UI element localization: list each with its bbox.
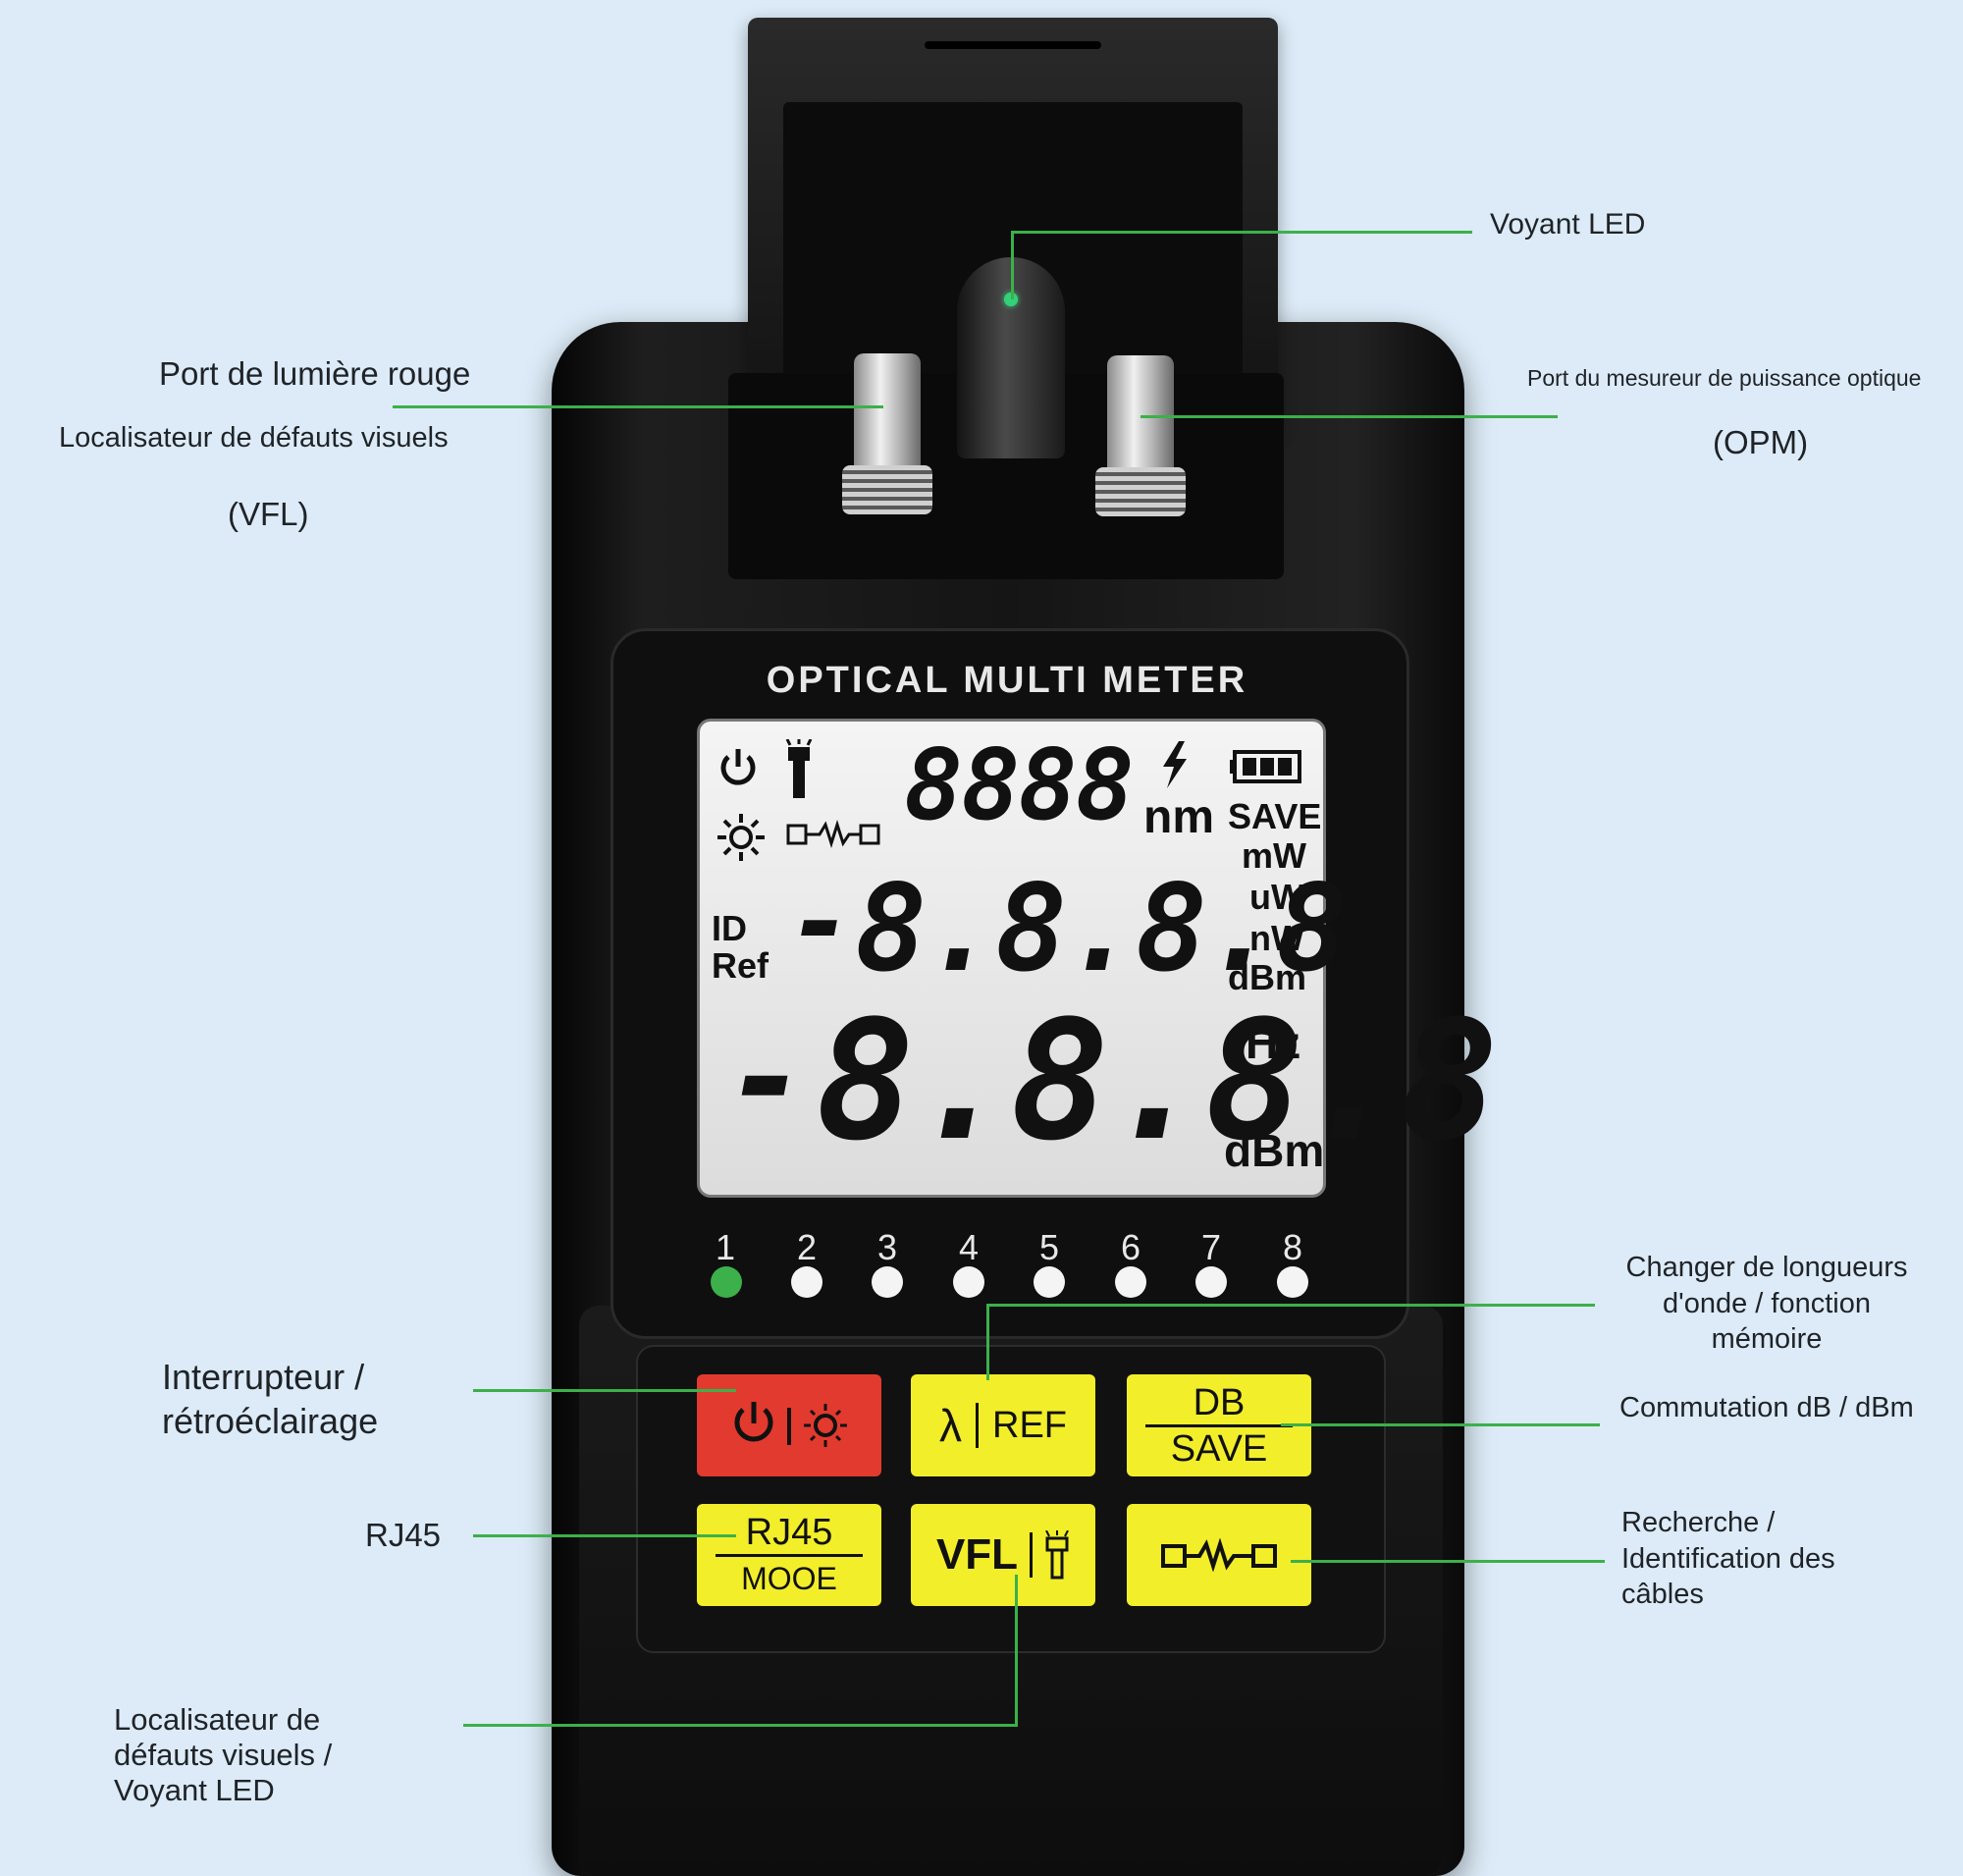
callout-interrupteur-2: rétroéclairage: [162, 1401, 379, 1441]
battery-icon: [1230, 750, 1301, 783]
callout-interrupteur-1: Interrupteur /: [162, 1357, 365, 1397]
led-indicator-icon: [1004, 293, 1018, 306]
cable-icon: [786, 820, 880, 848]
rj45-key-label: RJ45: [745, 1511, 833, 1553]
leader-line: [1141, 415, 1558, 418]
callout-changer-3: mémoire: [1711, 1323, 1823, 1355]
save-indicator: SAVE: [1228, 796, 1322, 836]
port-status-dot: [1277, 1266, 1308, 1298]
leader-line: [393, 405, 883, 408]
leader-line: [986, 1304, 989, 1380]
callout-changer-1: Changer de longueurs: [1625, 1252, 1908, 1283]
unit-dbm-stack: dBm: [1228, 957, 1306, 997]
port-status-dot: [1034, 1266, 1065, 1298]
port-status-dot-active: [711, 1266, 742, 1298]
port-status-dot: [872, 1266, 903, 1298]
db-save-button[interactable]: DB SAVE: [1127, 1374, 1311, 1476]
vfl-port-connector[interactable]: [842, 353, 932, 514]
leader-line: [473, 1534, 736, 1537]
port-status-dot: [791, 1266, 822, 1298]
ref-key-label: REF: [992, 1405, 1067, 1446]
port-status-dot: [1195, 1266, 1227, 1298]
lambda-ref-button[interactable]: λ REF: [911, 1374, 1095, 1476]
mode-key-label: MOOE: [741, 1560, 837, 1596]
id-label: ID: [712, 908, 747, 948]
rj45-mode-button[interactable]: RJ45 MOOE: [697, 1504, 881, 1606]
mid-sign: -: [788, 859, 853, 985]
flashlight-icon: [785, 739, 813, 798]
callout-port-opm: Port du mesureur de puissance optique: [1527, 365, 1922, 391]
port-number: 5: [1038, 1227, 1060, 1267]
callout-localisateur: Localisateur de défauts visuels: [59, 422, 449, 454]
vfl-light-button[interactable]: VFL: [911, 1504, 1095, 1606]
power-backlight-icon: [734, 1402, 847, 1447]
cable-icon: [1161, 1538, 1277, 1572]
power-icon: [720, 749, 756, 785]
callout-recherche-2: Identification des: [1621, 1543, 1835, 1575]
port-number: 4: [958, 1227, 980, 1267]
big-sign: -: [725, 998, 808, 1158]
unit-mw: mW: [1242, 835, 1306, 876]
callout-changer-2: d'onde / fonction: [1663, 1288, 1871, 1319]
leader-line: [986, 1304, 1595, 1307]
callout-vfl: (VFL): [228, 496, 309, 532]
lcd-display: 8888 nm SAVE mW uW nW dBm ID Ref - 8.8.8…: [697, 719, 1499, 1198]
port-status-dot: [953, 1266, 984, 1298]
ref-label: Ref: [712, 945, 769, 986]
device-brand: OPTICAL MULTI METER: [766, 660, 1248, 701]
dust-cover-lid[interactable]: [748, 18, 1278, 430]
reference-digits: 8.8.8.8: [855, 859, 1348, 998]
lambda-icon: λ: [939, 1400, 962, 1451]
callout-loc2-1: Localisateur de: [114, 1702, 321, 1737]
callout-rj45: RJ45: [365, 1517, 442, 1553]
dbm-unit: dBm: [1224, 1125, 1325, 1176]
callout-loc2-2: défauts visuels /: [114, 1738, 333, 1772]
port-number: 6: [1120, 1227, 1141, 1267]
port-number: 7: [1200, 1227, 1222, 1267]
vfl-key-label: VFL: [935, 1530, 1019, 1579]
unit-uw: uW: [1249, 877, 1304, 917]
callout-commutation: Commutation dB / dBm: [1619, 1392, 1914, 1423]
port-number: 2: [796, 1227, 818, 1267]
save-key-label: SAVE: [1170, 1427, 1268, 1470]
unit-nw: nW: [1249, 918, 1304, 958]
leader-line: [473, 1389, 736, 1392]
power-reading-digits: 8.8.8.8: [816, 985, 1499, 1177]
callout-port-rouge: Port de lumière rouge: [159, 355, 471, 392]
port-number: 8: [1282, 1227, 1303, 1267]
nm-unit: nm: [1143, 791, 1214, 843]
port-status-dot: [1115, 1266, 1146, 1298]
port-number: 1: [715, 1227, 736, 1267]
flashlight-icon: [1045, 1530, 1069, 1580]
leader-line: [1281, 1423, 1600, 1426]
leader-line: [1011, 231, 1472, 234]
leader-line: [1015, 1575, 1018, 1727]
port-number: 3: [876, 1227, 898, 1267]
db-key-label: DB: [1193, 1381, 1246, 1423]
opm-port-connector[interactable]: [1095, 355, 1186, 516]
leader-line: [1011, 231, 1014, 299]
cable-search-button[interactable]: [1127, 1504, 1311, 1606]
sun-icon: [717, 814, 765, 861]
callout-opm: (OPM): [1713, 424, 1809, 460]
callout-recherche-3: câbles: [1621, 1579, 1704, 1610]
hz-unit: Hz: [1246, 1017, 1301, 1068]
callout-loc2-3: Voyant LED: [114, 1773, 275, 1807]
leader-line: [463, 1724, 1018, 1727]
callout-voyant-led: Voyant LED: [1490, 208, 1646, 241]
bolt-icon: [1163, 741, 1187, 788]
wavelength-digits: 8888: [904, 727, 1135, 842]
leader-line: [1291, 1560, 1605, 1563]
callout-recherche-1: Recherche /: [1621, 1507, 1776, 1538]
